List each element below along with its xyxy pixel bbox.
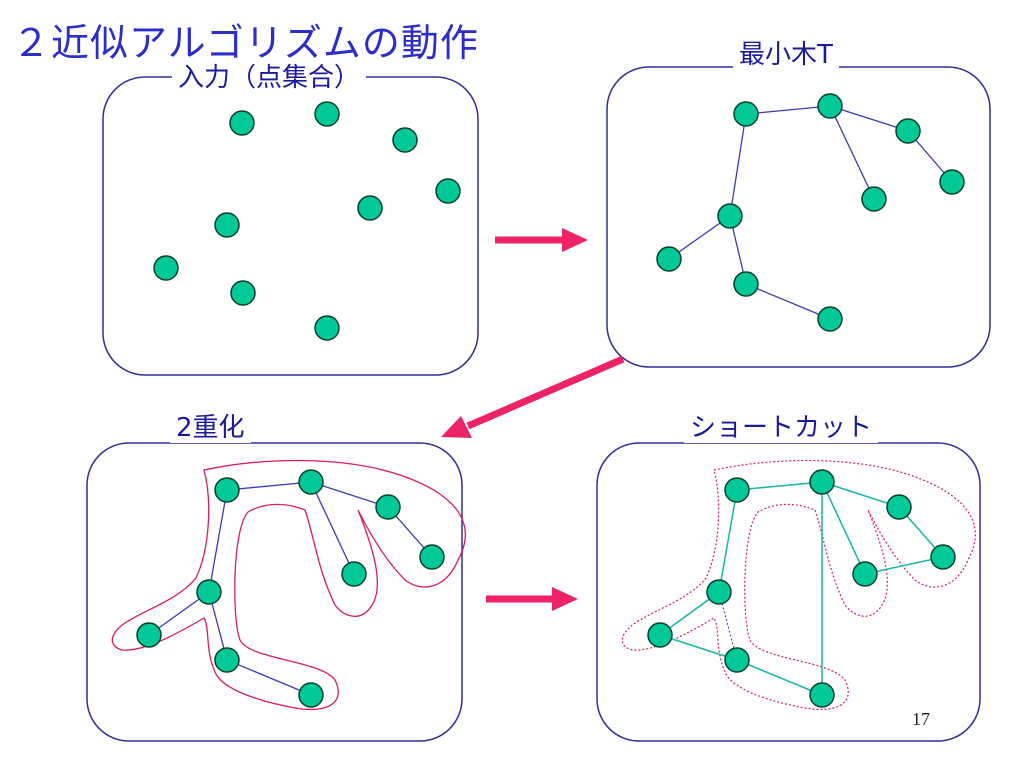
point (435, 178, 461, 204)
point (656, 246, 682, 272)
input-panel-label: 入力（点集合） (172, 63, 367, 93)
point (886, 494, 912, 520)
point (724, 647, 750, 673)
arrow-right-icon (486, 587, 578, 611)
point (357, 195, 383, 221)
point (298, 682, 324, 708)
point (214, 477, 240, 503)
point (196, 579, 222, 605)
point (817, 93, 843, 119)
point (419, 544, 445, 570)
tree-edge (745, 105, 831, 115)
point (153, 255, 179, 281)
point (214, 647, 240, 673)
tour-edge (821, 481, 900, 508)
point (817, 306, 843, 332)
tree-edge (829, 105, 875, 200)
point (930, 544, 956, 570)
tour-edge (821, 481, 866, 575)
shortcut-points (647, 469, 956, 708)
tree-edge (208, 489, 228, 593)
mst-panel-frame (606, 66, 991, 368)
point (341, 561, 367, 587)
point (647, 622, 673, 648)
point (229, 110, 255, 136)
point (717, 203, 743, 229)
arrow-down-left-icon (441, 355, 625, 438)
input-points (153, 101, 461, 341)
point (809, 682, 835, 708)
tour-edge (736, 481, 823, 491)
input-panel-frame (102, 76, 479, 376)
point (733, 101, 759, 127)
doubled-panel-label: 2重化 (170, 413, 251, 443)
point (392, 127, 418, 153)
doubled-points (136, 469, 445, 708)
doubling-curves (111, 459, 466, 710)
point (724, 477, 750, 503)
mst-points (656, 93, 965, 332)
shortcut-panel-label: ショートカット (684, 413, 879, 443)
point (895, 118, 921, 144)
shortcut-panel-frame (596, 442, 981, 742)
tree-edge (310, 481, 355, 575)
tour-edge (659, 634, 738, 661)
point (809, 469, 835, 495)
page-number: 17 (912, 709, 930, 729)
point (375, 494, 401, 520)
point (230, 280, 256, 306)
tree-edge (829, 105, 909, 132)
point (136, 622, 162, 648)
tree-edge (226, 481, 312, 491)
outer-closed-walk (111, 459, 466, 710)
point (852, 561, 878, 587)
tree-edge (729, 113, 747, 217)
point (733, 271, 759, 297)
tree-edge (226, 659, 312, 696)
doubled-panel-frame (86, 442, 463, 742)
tour-edge (718, 489, 738, 593)
tour-edge (736, 659, 823, 696)
point (861, 186, 887, 212)
arrow-right-icon (495, 228, 588, 252)
point (939, 169, 965, 195)
mst-panel-label: 最小木T (733, 40, 839, 70)
point (314, 315, 340, 341)
tree-edge (745, 283, 831, 320)
shortcut-dotted-walk (621, 459, 976, 710)
point (214, 212, 240, 238)
point (314, 101, 340, 127)
slide-title: ２近似アルゴリズムの動作 (12, 21, 479, 65)
tour-edge (864, 556, 944, 575)
point (706, 579, 732, 605)
point (298, 469, 324, 495)
tree-edge (310, 481, 389, 508)
